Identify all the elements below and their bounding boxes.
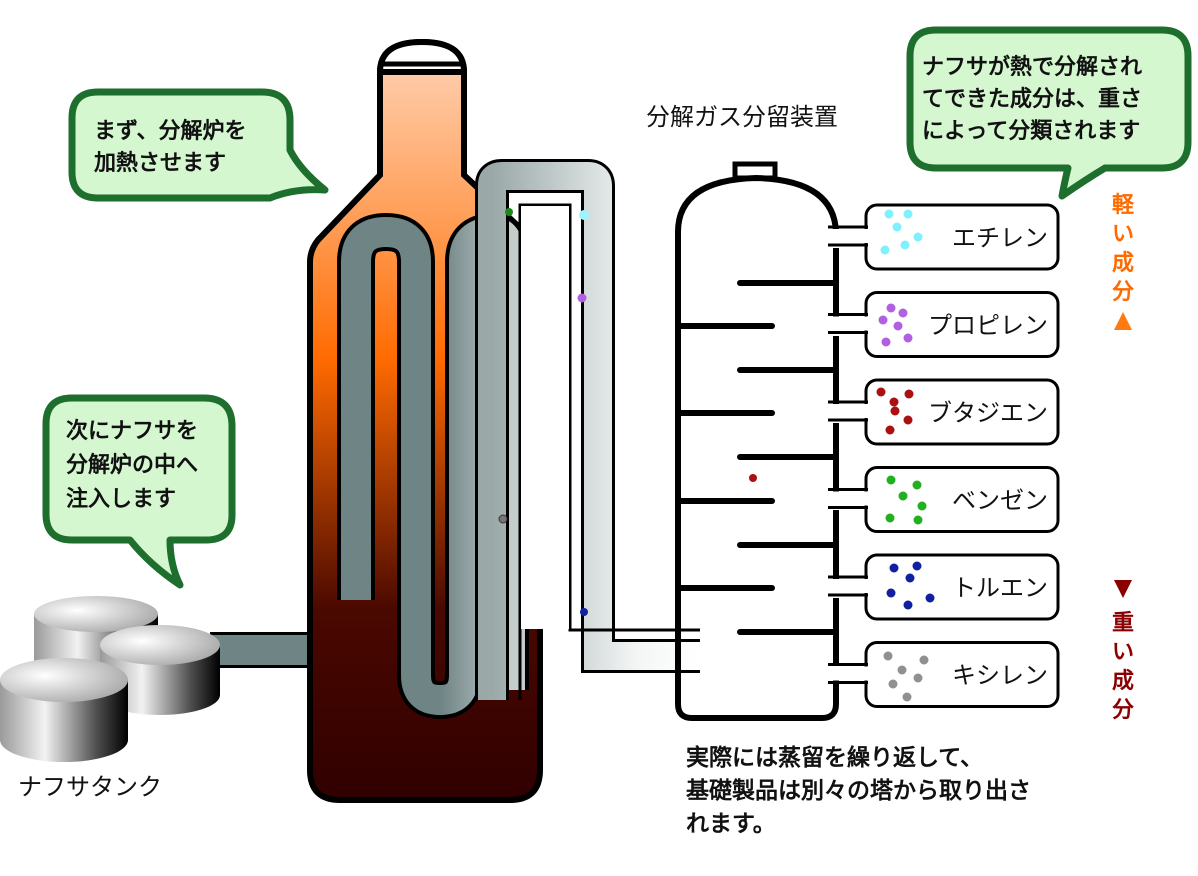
product-box-4: ベンゼン — [828, 466, 1060, 533]
product-name: ブタジエン — [928, 399, 1048, 427]
molecule-cyan — [579, 210, 589, 220]
molecule-dot — [903, 333, 913, 343]
molecule-dot — [885, 513, 895, 523]
molecule-dot — [912, 480, 922, 490]
molecule-dot — [888, 679, 898, 689]
molecule-dot — [919, 655, 929, 665]
molecule-dot — [893, 321, 903, 331]
bubble-line: によって分類されます — [922, 119, 1140, 144]
molecule-dot — [885, 425, 895, 435]
bubble-line: 加熱させます — [93, 150, 226, 176]
tank-label: ナフサタンク — [18, 773, 162, 801]
product-name: ベンゼン — [952, 487, 1048, 515]
arrow-up-icon — [1114, 312, 1132, 330]
vertical-char: 成 — [1112, 669, 1134, 694]
molecule-dot — [925, 593, 935, 603]
product-name: トルエン — [952, 574, 1048, 602]
note-line: 実際には蒸留を繰り返して、 — [686, 744, 983, 771]
distillation-note: 実際には蒸留を繰り返して、 基礎製品は別々の塔から取り出さ れます。 — [686, 744, 1031, 837]
fractionation-column — [675, 161, 839, 721]
molecule-dot — [876, 387, 886, 397]
molecule-dot — [913, 515, 923, 525]
product-box-3: ブタジエン — [828, 378, 1060, 446]
tank-right — [100, 625, 220, 715]
transfer-pipe — [475, 159, 700, 700]
product-box-2: プロピレン — [828, 291, 1060, 358]
column-trays — [675, 280, 839, 635]
bubble-heat-furnace: まず、分解炉を 加熱させます — [68, 88, 329, 202]
note-line: れます。 — [686, 811, 776, 837]
molecule-dot — [897, 665, 907, 675]
naphtha-tanks — [0, 560, 374, 762]
molecule-dot — [889, 563, 899, 573]
bubble-line: まず、分解炉を — [94, 118, 246, 144]
molecule-dot — [886, 475, 896, 485]
molecule-dot — [913, 232, 923, 242]
molecule-dot — [900, 240, 910, 250]
vertical-char: い — [1112, 640, 1134, 665]
molecule-dot — [912, 561, 922, 571]
vertical-char: い — [1112, 222, 1134, 247]
molecule-gray — [498, 514, 508, 524]
vertical-char: 重 — [1112, 611, 1134, 636]
molecule-dot — [903, 209, 913, 219]
molecule-dot — [898, 491, 908, 501]
molecule-dot — [898, 308, 908, 318]
molecule-dot — [902, 692, 912, 702]
molecule-green — [505, 208, 513, 216]
molecule-red — [749, 474, 757, 482]
product-box-5: トルエン — [828, 553, 1060, 621]
bubble-classify: ナフサが熱で分解され てできた成分は、重さ によって分類されます — [906, 26, 1192, 200]
vertical-char: 成 — [1112, 251, 1134, 276]
molecule-dot — [889, 397, 899, 407]
molecule-dot — [884, 209, 894, 219]
bubble-line: 次にナフサを — [66, 418, 198, 444]
molecule-dot — [878, 315, 888, 325]
product-name: キシレン — [952, 662, 1048, 690]
molecule-purple — [577, 293, 587, 303]
molecule-blue — [580, 608, 588, 616]
bubble-line: 注入します — [66, 486, 176, 512]
molecule-dot — [880, 245, 890, 255]
molecule-dot — [913, 673, 923, 683]
molecule-dot — [904, 389, 914, 399]
bubble-inject-naphtha: 次にナフサを 分解炉の中へ 注入します — [42, 394, 236, 589]
vertical-char: 分 — [1112, 698, 1134, 723]
bubble-line: ナフサが熱で分解され — [922, 54, 1142, 80]
molecule-dot — [881, 337, 891, 347]
note-line: 基礎製品は別々の塔から取り出さ — [686, 777, 1031, 804]
vertical-char: 軽 — [1112, 192, 1135, 218]
bubble-line: 分解炉の中へ — [66, 452, 198, 478]
product-box-1: エチレン — [828, 203, 1060, 271]
product-box-6: キシレン — [828, 641, 1060, 708]
molecule-dot — [917, 501, 927, 511]
molecule-dot — [890, 406, 900, 416]
molecule-dot — [892, 222, 902, 232]
molecule-dot — [903, 600, 913, 610]
tank-front — [0, 658, 128, 762]
product-name: エチレン — [952, 224, 1048, 252]
bubble-line: てできた成分は、重さ — [922, 87, 1142, 112]
molecule-dot — [905, 573, 915, 583]
product-name: プロピレン — [928, 312, 1048, 340]
arrow-down-icon — [1114, 580, 1132, 598]
molecule-dot — [883, 651, 893, 661]
column-label: 分解ガス分留装置 — [646, 103, 838, 131]
molecule-dot — [886, 588, 896, 598]
vertical-char: 分 — [1112, 280, 1134, 305]
molecule-dot — [886, 303, 896, 313]
molecule-dot — [903, 415, 913, 425]
